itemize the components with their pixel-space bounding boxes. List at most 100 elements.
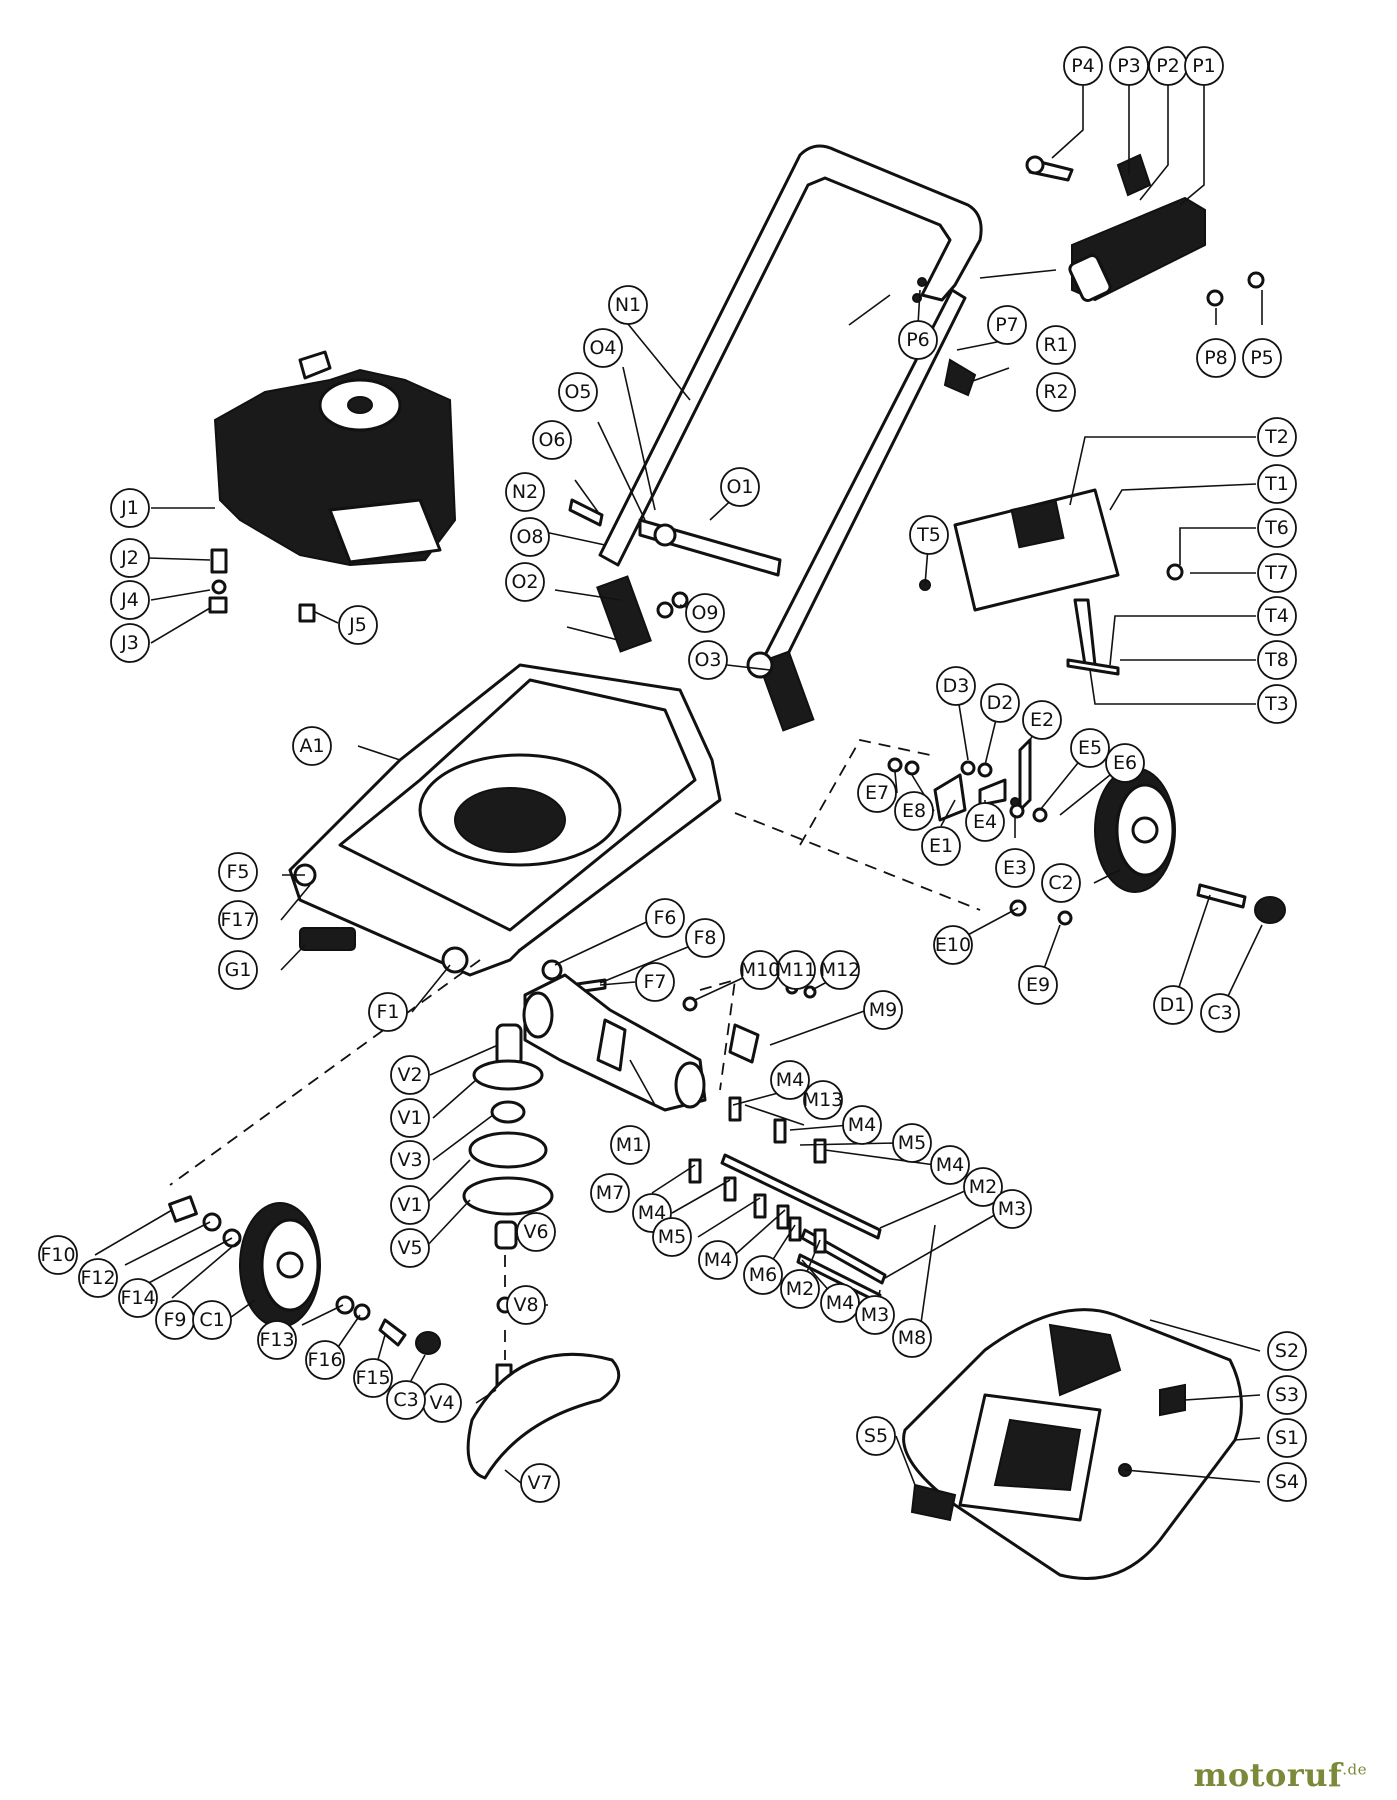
callout-t1: T1 (1257, 464, 1297, 504)
callout-text: F13 (259, 1329, 294, 1351)
callout-j3: J3 (110, 623, 150, 663)
callout-t4: T4 (1257, 596, 1297, 636)
callout-bubble (1036, 372, 1076, 412)
callout-text: G1 (225, 959, 252, 981)
callout-text: M11 (776, 959, 817, 981)
callout-s1: S1 (1267, 1418, 1307, 1458)
callout-text: T2 (1264, 426, 1289, 448)
callout-e2: E2 (1022, 700, 1062, 740)
callout-bubble (987, 305, 1027, 345)
callout-text: M12 (820, 959, 861, 981)
callout-bubble (685, 593, 725, 633)
callout-o1: O1 (720, 467, 760, 507)
callout-bubble (218, 852, 258, 892)
callout-bubble (353, 1358, 393, 1398)
callout-e7: E7 (857, 773, 897, 813)
callout-bubble (965, 802, 1005, 842)
callout-text: M1 (616, 1134, 644, 1156)
callout-bubble (892, 1123, 932, 1163)
callout-bubble (652, 1217, 692, 1257)
callout-t5: T5 (909, 515, 949, 555)
callout-text: C3 (1207, 1002, 1232, 1024)
callout-bubble (110, 488, 150, 528)
callout-p7: P7 (987, 305, 1027, 345)
callout-text: F1 (376, 1001, 399, 1023)
engine (208, 350, 457, 623)
callout-text: M3 (998, 1198, 1026, 1220)
callout-m3: M3 (992, 1189, 1032, 1229)
callout-bubble (110, 580, 150, 620)
callout-o5: O5 (558, 372, 598, 412)
callout-f13: F13 (257, 1320, 297, 1360)
callout-t6: T6 (1257, 508, 1297, 548)
callout-bubble (610, 1125, 650, 1165)
callout-p1: P1 (1184, 46, 1224, 86)
callout-text: M4 (936, 1154, 964, 1176)
callout-text: V4 (429, 1392, 454, 1414)
callout-text: M10 (740, 959, 781, 981)
callout-bubble (110, 623, 150, 663)
callout-t2: T2 (1257, 417, 1297, 457)
callout-text: T8 (1264, 649, 1289, 671)
callout-bubble (842, 1105, 882, 1145)
callout-bubble (1267, 1375, 1307, 1415)
callout-m11: M11 (776, 950, 817, 990)
callout-bubble (390, 1185, 430, 1225)
callout-text: C1 (199, 1309, 224, 1331)
callout-bubble (506, 1285, 546, 1325)
callout-d2: D2 (980, 683, 1020, 723)
callout-bubble (1105, 743, 1145, 783)
rear-flap (919, 488, 1184, 676)
callout-bubble (855, 1295, 895, 1335)
callout-bubble (894, 791, 934, 831)
callout-d3: D3 (936, 666, 976, 706)
callout-text: S4 (1275, 1471, 1299, 1493)
callout-bubble (1257, 684, 1297, 724)
callout-text: O9 (691, 602, 718, 624)
callout-text: M2 (786, 1278, 814, 1300)
callout-text: R2 (1043, 381, 1068, 403)
callout-text: E3 (1003, 857, 1027, 879)
callout-v2: V2 (390, 1055, 430, 1095)
callout-bubble (898, 320, 938, 360)
callout-m4: M4 (770, 1060, 810, 1100)
callout-text: M13 (803, 1089, 844, 1111)
callout-bubble (390, 1055, 430, 1095)
callout-bubble (1257, 464, 1297, 504)
callout-bubble (1070, 728, 1110, 768)
callout-bubble (386, 1380, 426, 1420)
callout-text: V2 (397, 1064, 422, 1086)
callout-bubble (505, 562, 545, 602)
callout-bubble (963, 1167, 1003, 1207)
callout-t7: T7 (1257, 553, 1297, 593)
callout-bubble (645, 898, 685, 938)
callout-text: S3 (1275, 1384, 1299, 1406)
callout-text: M4 (776, 1069, 804, 1091)
callout-m3: M3 (855, 1295, 895, 1335)
callout-text: E6 (1113, 752, 1137, 774)
callout-e9: E9 (1018, 965, 1058, 1005)
callout-v4: V4 (422, 1383, 462, 1423)
callout-text: M5 (658, 1226, 686, 1248)
callout-s2: S2 (1267, 1331, 1307, 1371)
callout-text: E9 (1026, 974, 1050, 996)
callout-t3: T3 (1257, 684, 1297, 724)
callout-p8: P8 (1196, 338, 1236, 378)
callout-m1: M1 (610, 1125, 650, 1165)
callout-text: D3 (943, 675, 970, 697)
callout-text: O8 (516, 526, 543, 548)
callout-text: V3 (397, 1149, 422, 1171)
callout-text: O1 (726, 476, 753, 498)
callout-m6: M6 (743, 1255, 783, 1295)
callout-bubble (520, 1463, 560, 1503)
callout-text: J5 (348, 614, 367, 636)
callout-f17: F17 (218, 900, 258, 940)
callout-p5: P5 (1242, 338, 1282, 378)
callout-text: F16 (307, 1349, 342, 1371)
callout-e1: E1 (921, 826, 961, 866)
callout-f6: F6 (645, 898, 685, 938)
callout-text: M2 (969, 1176, 997, 1198)
callout-text: S1 (1275, 1427, 1299, 1449)
callout-text: V5 (397, 1237, 422, 1259)
callout-e8: E8 (894, 791, 934, 831)
